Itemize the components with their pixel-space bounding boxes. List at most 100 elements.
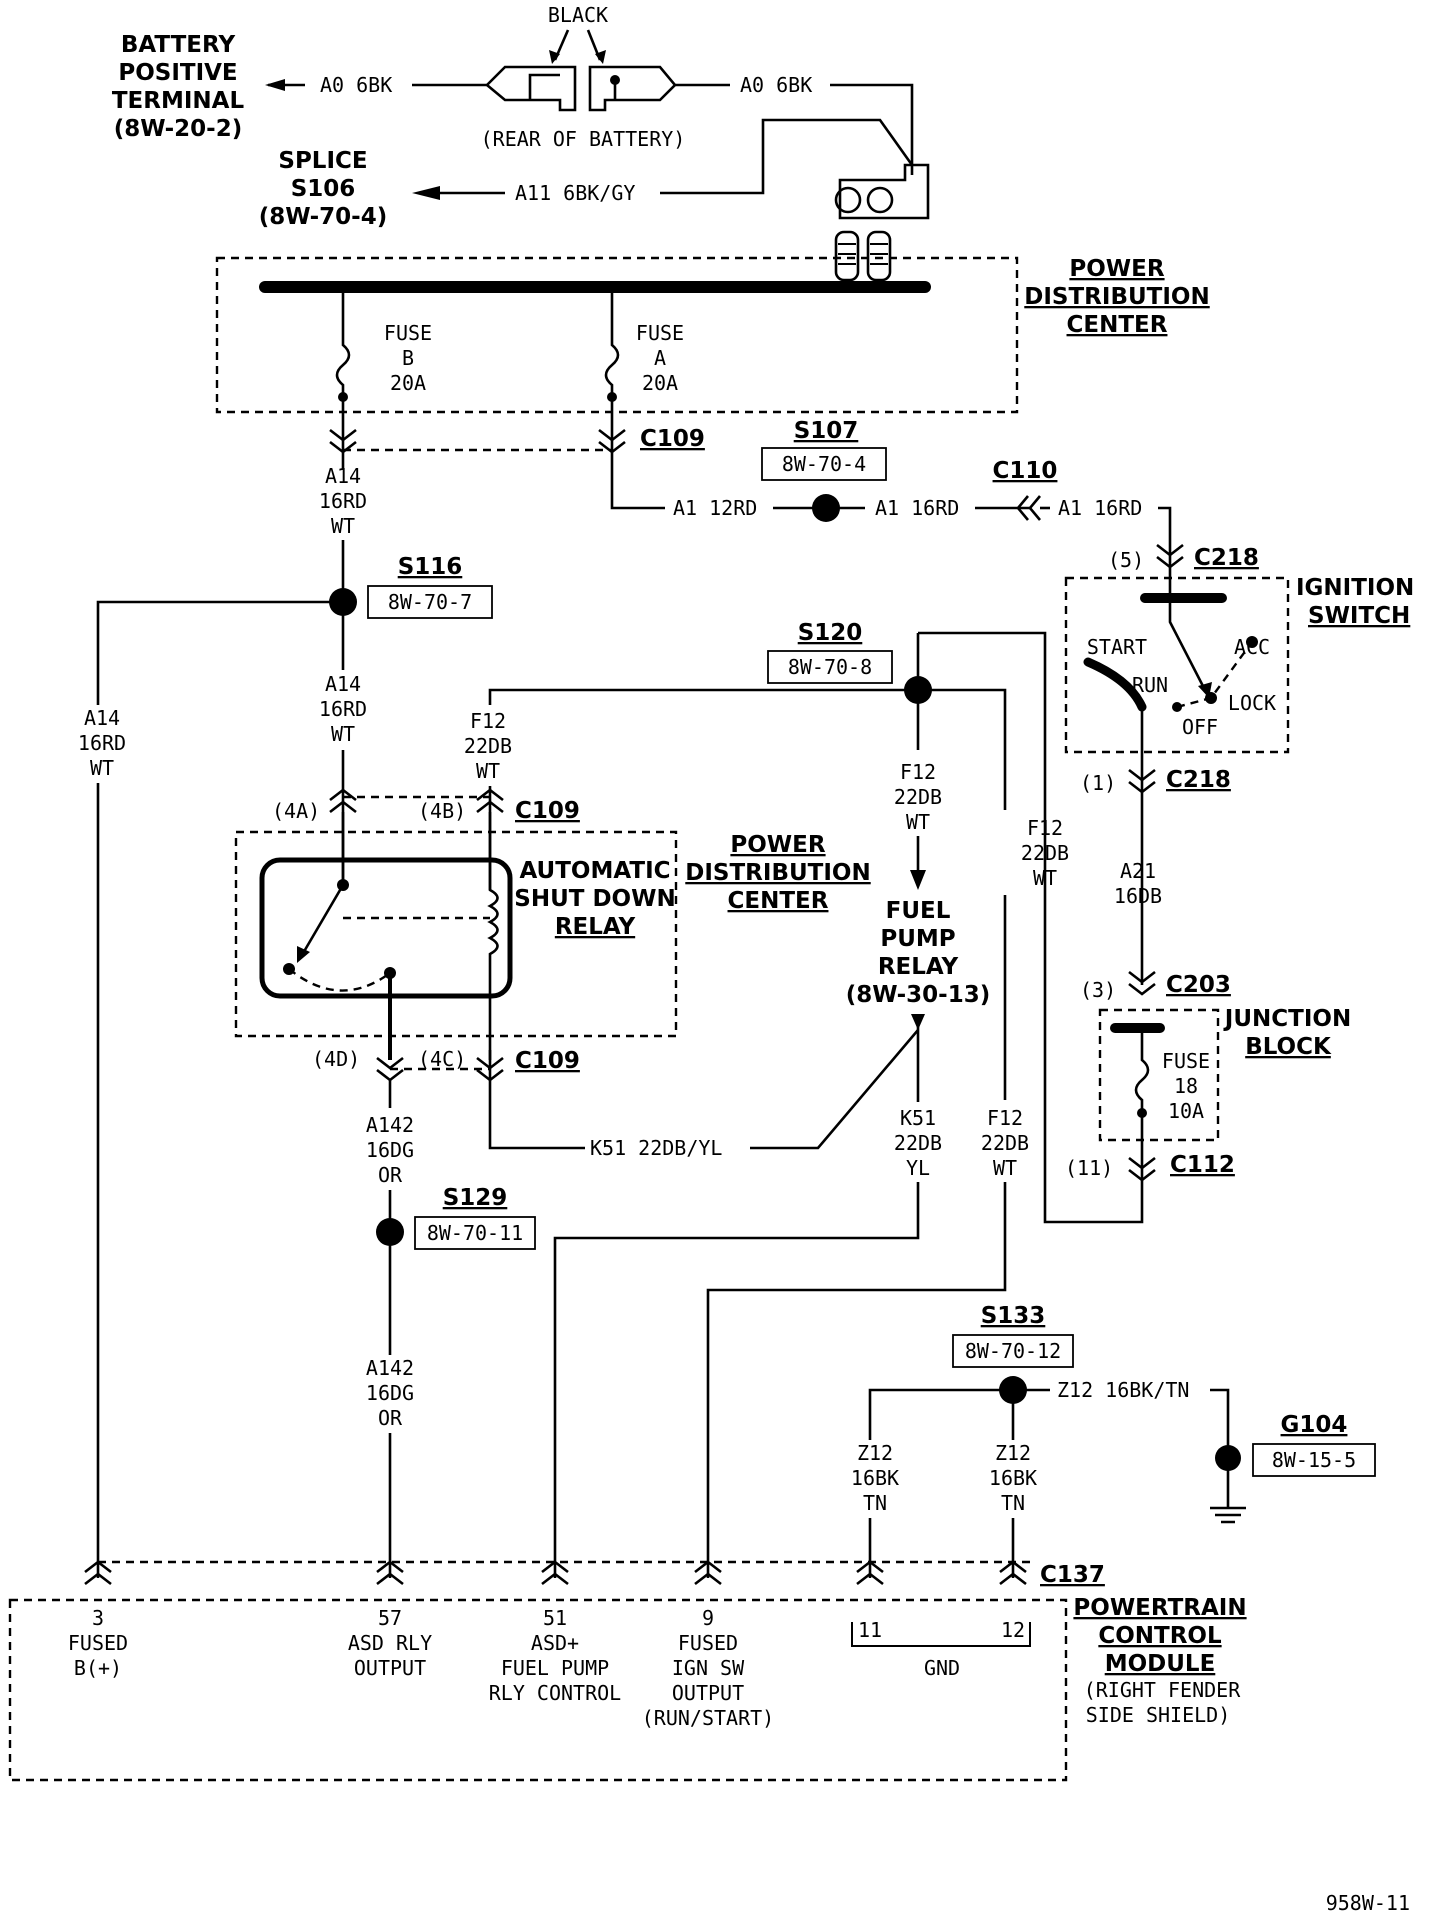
svg-text:F12: F12	[987, 1106, 1023, 1130]
svg-text:FUSED: FUSED	[68, 1631, 128, 1655]
stud-block	[838, 163, 930, 220]
svg-text:C110: C110	[993, 458, 1058, 484]
svg-text:GND: GND	[924, 1656, 960, 1680]
svg-text:FUSE: FUSE	[1162, 1049, 1210, 1073]
svg-text:(11): (11)	[1065, 1156, 1113, 1180]
ground-circuit: S133 8W-70-12 Z12 16BK/TN G104 8W-15-5 Z…	[851, 1303, 1376, 1578]
svg-text:SHUT DOWN: SHUT DOWN	[514, 886, 675, 912]
svg-text:12: 12	[1001, 1618, 1025, 1642]
svg-text:C109: C109	[515, 798, 580, 824]
svg-text:(4B): (4B)	[418, 799, 466, 823]
svg-text:8W-70-11: 8W-70-11	[427, 1221, 523, 1245]
svg-text:(RIGHT FENDER: (RIGHT FENDER	[1084, 1678, 1241, 1702]
svg-text:OR: OR	[378, 1406, 403, 1430]
svg-text:16RD: 16RD	[78, 731, 126, 755]
svg-text:Z12: Z12	[857, 1441, 893, 1465]
svg-text:F12: F12	[900, 760, 936, 784]
svg-text:PUMP: PUMP	[880, 926, 955, 952]
svg-text:FUSE: FUSE	[636, 321, 684, 345]
pcm-box	[8, 1598, 1068, 1782]
figure-id: 958W-11	[1326, 1891, 1410, 1915]
svg-text:JUNCTION: JUNCTION	[1223, 1006, 1351, 1032]
ignition-switch: (5) C218 IGNITION SWITCH START RUN ACC L…	[1064, 543, 1414, 985]
svg-text:A14: A14	[84, 706, 120, 730]
svg-text:A14: A14	[325, 464, 361, 488]
svg-text:OFF: OFF	[1182, 715, 1218, 739]
svg-text:C218: C218	[1166, 767, 1231, 793]
svg-text:POWER: POWER	[730, 832, 825, 858]
svg-text:SIDE SHIELD): SIDE SHIELD)	[1086, 1703, 1231, 1727]
svg-text:WT: WT	[331, 722, 355, 746]
svg-text:3: 3	[92, 1606, 104, 1630]
svg-text:CENTER: CENTER	[728, 888, 829, 914]
battery-label-2: POSITIVE	[118, 60, 237, 86]
svg-text:(4C): (4C)	[418, 1047, 466, 1071]
svg-text:RELAY: RELAY	[555, 914, 636, 940]
svg-text:S120: S120	[798, 620, 863, 646]
svg-text:10A: 10A	[1168, 1099, 1204, 1123]
f12-circuit: S120 8W-70-8 F12 22DB WT F12 22DB WT F12…	[464, 620, 1069, 1578]
svg-text:LOCK: LOCK	[1228, 691, 1276, 715]
svg-text:TN: TN	[1001, 1491, 1025, 1515]
svg-text:22DB: 22DB	[981, 1131, 1029, 1155]
svg-text:57: 57	[378, 1606, 402, 1630]
battery-clamp-left	[485, 65, 577, 112]
svg-text:OR: OR	[378, 1163, 403, 1187]
svg-text:A14: A14	[325, 672, 361, 696]
arrow-head	[265, 79, 285, 91]
asd-relay: (4A) (4B) C109 AUTOMATIC SHUT DOWN RELAY…	[234, 788, 871, 1082]
svg-text:DISTRIBUTION: DISTRIBUTION	[685, 860, 870, 886]
svg-text:8W-15-5: 8W-15-5	[1272, 1448, 1356, 1472]
svg-text:Z12 16BK/TN: Z12 16BK/TN	[1057, 1378, 1189, 1402]
svg-text:BLOCK: BLOCK	[1245, 1034, 1332, 1060]
svg-text:S133: S133	[981, 1303, 1046, 1329]
svg-text:C203: C203	[1166, 972, 1231, 998]
svg-text:OUTPUT: OUTPUT	[672, 1681, 744, 1705]
ground-symbol	[1210, 1506, 1246, 1524]
a14-circuit: A14 16RD WT S116 8W-70-7 A14 16RD WT A14…	[78, 464, 493, 1578]
svg-text:POWERTRAIN: POWERTRAIN	[1073, 1595, 1246, 1621]
svg-text:SPLICE: SPLICE	[278, 148, 367, 174]
svg-text:G104: G104	[1281, 1412, 1348, 1438]
svg-text:A142: A142	[366, 1113, 414, 1137]
fuel-pump-relay: FUEL PUMP RELAY (8W-30-13) K51 22DB/YL K…	[488, 898, 990, 1578]
battery-label-3: TERMINAL	[112, 88, 245, 114]
svg-text:16DG: 16DG	[366, 1138, 414, 1162]
svg-text:ASD RLY: ASD RLY	[348, 1631, 432, 1655]
battery-label-4: (8W-20-2)	[114, 116, 242, 142]
svg-text:ASD+: ASD+	[531, 1631, 579, 1655]
svg-text:RELAY: RELAY	[878, 954, 959, 980]
battery-clamp-right	[588, 65, 677, 112]
svg-text:WT: WT	[90, 756, 114, 780]
svg-text:FUSED: FUSED	[678, 1631, 738, 1655]
svg-text:16BK: 16BK	[989, 1466, 1037, 1490]
svg-text:A142: A142	[366, 1356, 414, 1380]
svg-text:18: 18	[1174, 1074, 1198, 1098]
svg-text:51: 51	[543, 1606, 567, 1630]
svg-text:(4A): (4A)	[272, 799, 320, 823]
svg-text:F12: F12	[1027, 816, 1063, 840]
svg-text:SWITCH: SWITCH	[1308, 603, 1410, 629]
svg-text:C112: C112	[1170, 1152, 1235, 1178]
svg-text:MODULE: MODULE	[1105, 1651, 1216, 1677]
svg-text:8W-70-7: 8W-70-7	[388, 590, 472, 614]
svg-text:22DB: 22DB	[464, 734, 512, 758]
svg-text:16DG: 16DG	[366, 1381, 414, 1405]
c109-top-label: C109	[640, 426, 705, 452]
svg-text:(5): (5)	[1108, 548, 1144, 572]
svg-text:(8W-70-4): (8W-70-4)	[259, 204, 387, 230]
junction-block: (3) C203 JUNCTION BLOCK FUSE 18 10A (11)…	[918, 631, 1351, 1224]
svg-text:B(+): B(+)	[74, 1656, 122, 1680]
wire-a0-left: A0 6BK	[320, 73, 392, 97]
rear-of-battery-label: (REAR OF BATTERY)	[481, 127, 686, 151]
ground-g104-dot	[1215, 1445, 1241, 1471]
wire-a11: A11 6BK/GY	[515, 181, 635, 205]
svg-text:TN: TN	[863, 1491, 887, 1515]
svg-text:K51: K51	[900, 1106, 936, 1130]
svg-text:FUEL PUMP: FUEL PUMP	[501, 1656, 609, 1680]
asd-relay-box	[259, 857, 513, 999]
svg-text:C109: C109	[515, 1048, 580, 1074]
svg-text:AUTOMATIC: AUTOMATIC	[519, 858, 670, 884]
svg-text:RLY CONTROL: RLY CONTROL	[489, 1681, 621, 1705]
wire-a0-right: A0 6BK	[740, 73, 812, 97]
